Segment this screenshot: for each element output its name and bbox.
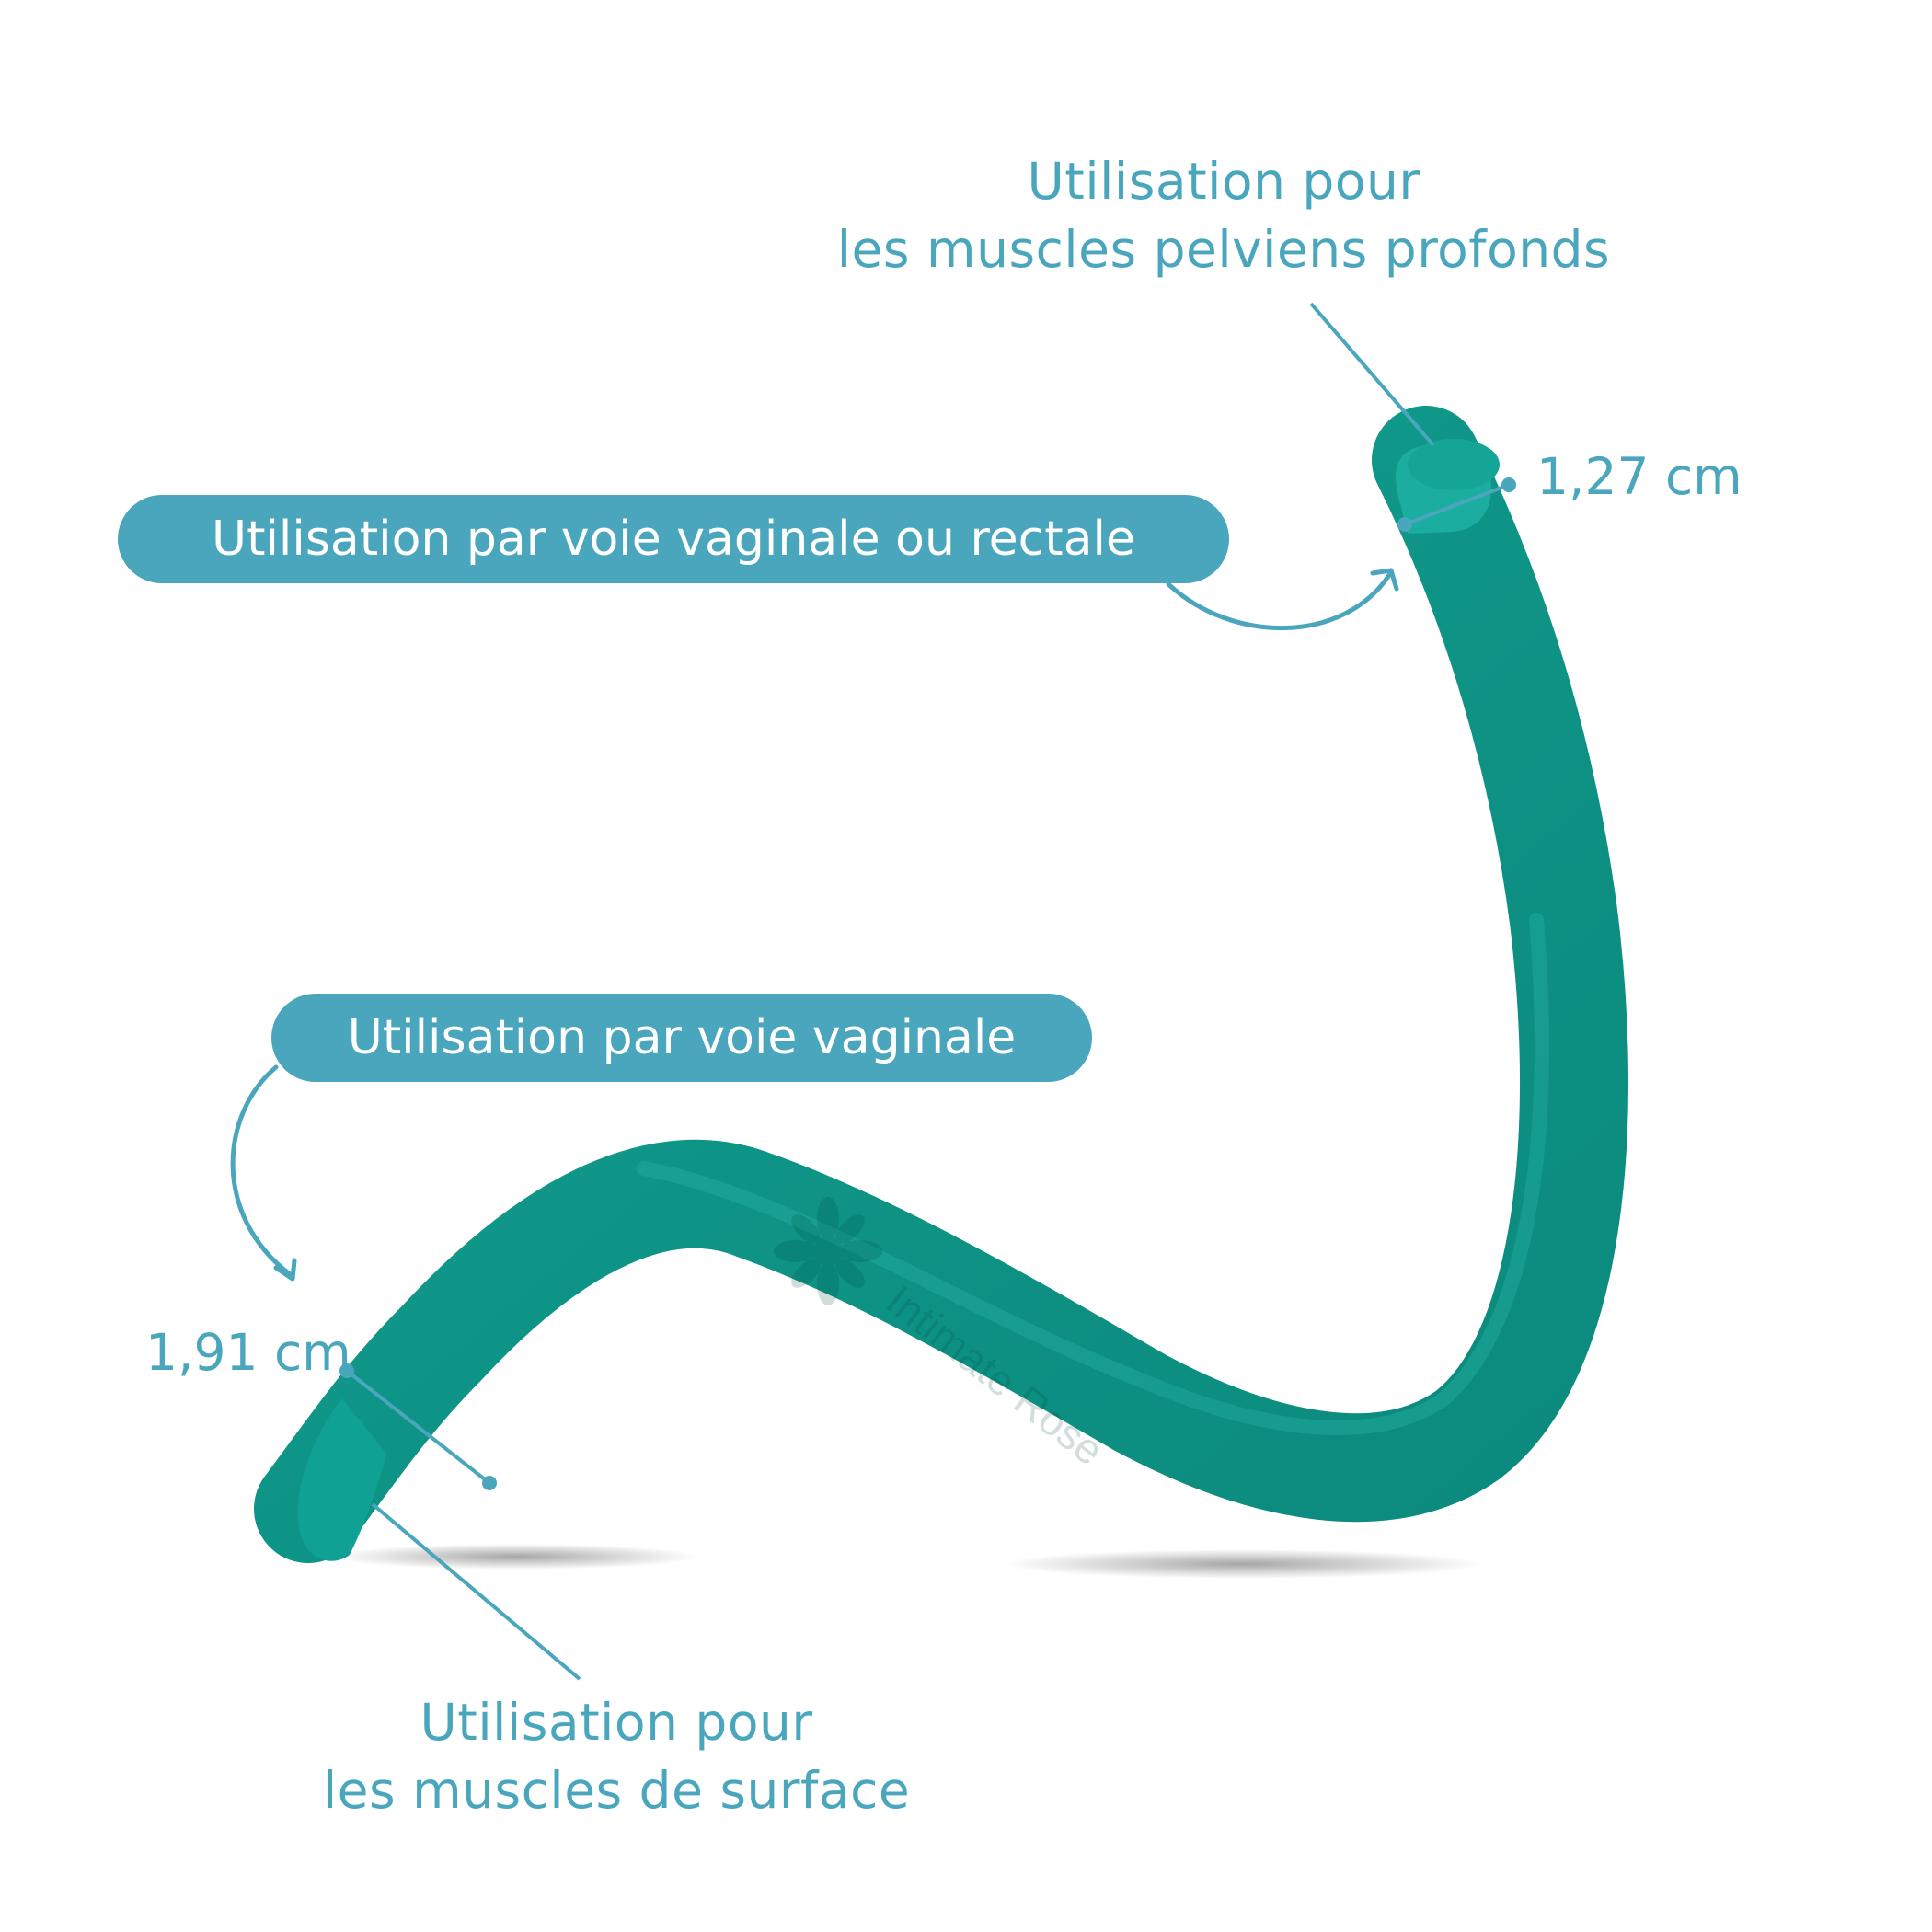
wand-highlight: [637, 913, 1549, 1435]
measure-dot-large-a: [339, 1363, 354, 1378]
label-deep-muscles-line1: Utilisation pour: [1027, 152, 1420, 211]
measurement-small-end: 1,27 cm: [1536, 447, 1742, 506]
label-deep-muscles: Utilisation pour les muscles pelviens pr…: [764, 147, 1684, 283]
arrow-head-top-icon: [1370, 568, 1399, 592]
label-surface-muscles-line2: les muscles de surface: [322, 1761, 911, 1820]
measure-line-small-end: [1404, 483, 1510, 526]
floor-shadow-left: [331, 1544, 699, 1570]
measure-dot-small-a: [1397, 517, 1412, 532]
watermark-logo: [774, 1197, 882, 1305]
measure-line-large-end: [345, 1369, 491, 1485]
measure-dot-large-b: [482, 1476, 497, 1490]
curved-arrow-bottom: [230, 1064, 293, 1277]
leader-line-surface-muscles: [371, 1502, 581, 1681]
pill-vaginal: Utilisation par voie vaginale: [271, 994, 1092, 1082]
pelvic-wand-body: [254, 406, 1629, 1563]
curved-arrow-top: [1166, 572, 1392, 630]
label-surface-muscles-line1: Utilisation pour: [420, 1693, 813, 1752]
leader-line-deep-muscles: [1309, 302, 1435, 447]
pill-vaginal-or-rectal: Utilisation par voie vaginale ou rectale: [118, 495, 1229, 583]
arrow-head-bottom-icon: [273, 1258, 297, 1282]
label-deep-muscles-line2: les muscles pelviens profonds: [836, 220, 1611, 279]
measure-dot-small-b: [1501, 477, 1516, 492]
measurement-large-end: 1,91 cm: [145, 1323, 351, 1382]
floor-shadow-right: [1003, 1549, 1481, 1579]
small-tip-cap: [1408, 439, 1500, 490]
label-surface-muscles: Utilisation pour les muscles de surface: [202, 1688, 1030, 1824]
large-tip: [297, 1398, 386, 1561]
